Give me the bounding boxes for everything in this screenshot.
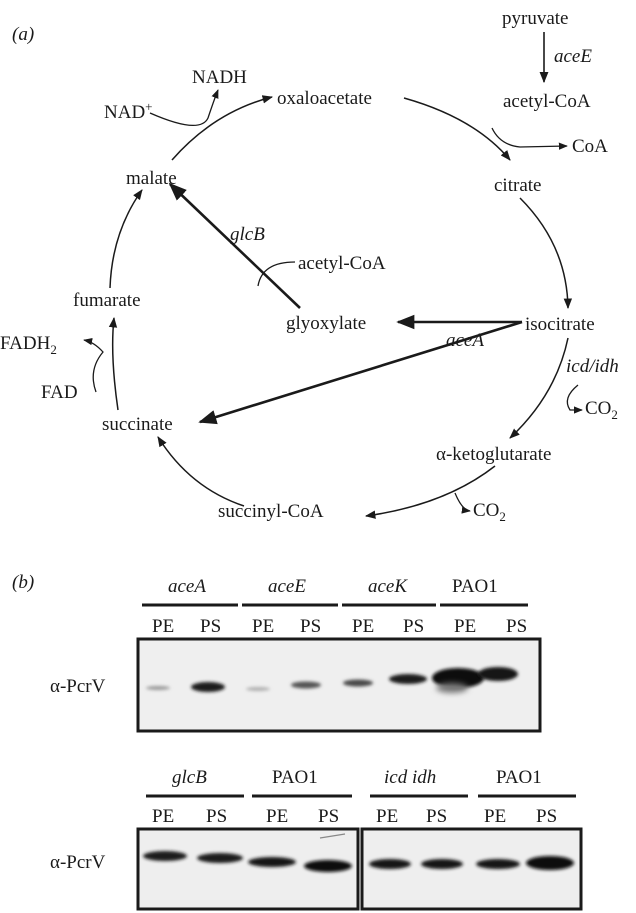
band-icd-idh-ps bbox=[421, 859, 463, 869]
co2-2-label: CO2 bbox=[473, 500, 506, 524]
top-lane-6: PS bbox=[403, 616, 424, 637]
pyruvate-label: pyruvate bbox=[502, 8, 568, 29]
bl-lane-4: PS bbox=[318, 806, 339, 827]
br-strain-icd-idh: icd idh bbox=[384, 767, 436, 788]
band-acee-ps bbox=[291, 681, 321, 689]
fad-label: FAD bbox=[41, 382, 78, 403]
panel-a: (a) pyruvate aceE acetyl-CoA CoA oxaloac… bbox=[0, 8, 619, 524]
bottom-right-western-blot bbox=[360, 827, 583, 911]
top-strain-aceK: aceK bbox=[368, 576, 408, 597]
co2-1-label: CO2 bbox=[585, 398, 618, 422]
akg-to-succinyl-coa-arrow bbox=[364, 465, 496, 519]
top-lane-4: PS bbox=[300, 616, 321, 637]
top-lane-3: PE bbox=[252, 616, 274, 637]
co2-1-release-arrow bbox=[566, 384, 583, 414]
top-lane-7: PE bbox=[454, 616, 476, 637]
panel-b: (b) aceA aceE aceK PAO1 PE PS PE PS PE P… bbox=[12, 572, 583, 911]
nad-to-nadh-arrow bbox=[149, 89, 219, 127]
top-lane-5: PE bbox=[352, 616, 374, 637]
acetyl-coa-inner-label: acetyl-CoA bbox=[298, 253, 386, 274]
top-lane-2: PS bbox=[200, 616, 221, 637]
top-strain-aceA: aceA bbox=[168, 576, 206, 597]
acetyl-coa-top-label: acetyl-CoA bbox=[503, 91, 591, 112]
fad-to-fadh2-arrow bbox=[83, 338, 104, 393]
band-pao1-pe-br bbox=[476, 859, 520, 869]
fumarate-label: fumarate bbox=[73, 290, 141, 311]
coa-release-arrow bbox=[491, 127, 568, 150]
alpha-ketoglutarate-label: α-ketoglutarate bbox=[436, 444, 551, 465]
coa-label: CoA bbox=[572, 136, 608, 157]
bl-strain-glcB: glcB bbox=[172, 767, 207, 788]
br-lane-2: PS bbox=[426, 806, 447, 827]
bl-lane-3: PE bbox=[266, 806, 288, 827]
top-lane-1: PE bbox=[152, 616, 174, 637]
br-lane-1: PE bbox=[376, 806, 398, 827]
band-pao1-pe bbox=[432, 668, 484, 688]
glyoxylate-label: glyoxylate bbox=[286, 313, 366, 334]
fadh2-label: FADH2 bbox=[0, 333, 57, 357]
fumarate-to-malate-arrow bbox=[109, 189, 143, 289]
glyoxylate-to-malate-arrow bbox=[168, 182, 301, 309]
succinate-label: succinate bbox=[102, 414, 173, 435]
band-pao1-ps-bl bbox=[304, 860, 352, 872]
succinyl-coa-label: succinyl-CoA bbox=[218, 501, 324, 522]
malate-to-oxaloacetate-arrow bbox=[171, 95, 274, 161]
aceE-gene-label: aceE bbox=[554, 46, 592, 67]
band-pao1-ps-br bbox=[526, 856, 574, 870]
citrate-label: citrate bbox=[494, 175, 541, 196]
band-acee-pe bbox=[246, 687, 270, 691]
succinyl-coa-to-succinate-arrow bbox=[157, 436, 245, 507]
isocitrate-to-succinate-arrow bbox=[198, 320, 523, 425]
band-glcb-ps bbox=[197, 853, 243, 863]
oxaloacetate-label: oxaloacetate bbox=[277, 88, 372, 109]
citrate-to-isocitrate-arrow bbox=[519, 197, 573, 310]
band-acea-pe bbox=[146, 686, 170, 690]
bottom-left-western-blot bbox=[136, 827, 360, 911]
band-acek-pe bbox=[343, 679, 373, 687]
co2-2-release-arrow bbox=[454, 492, 471, 514]
icd-idh-gene-label: icd/idh bbox=[566, 356, 619, 377]
bl-strain-pao1: PAO1 bbox=[272, 767, 318, 788]
oxaloacetate-to-citrate-arrow bbox=[403, 97, 511, 161]
nad-label: NAD+ bbox=[104, 99, 153, 123]
top-strain-aceE: aceE bbox=[268, 576, 306, 597]
isocitrate-label: isocitrate bbox=[525, 314, 595, 335]
band-acek-ps bbox=[389, 674, 427, 684]
acetyl-coa-input-curve bbox=[257, 261, 296, 287]
bl-lane-2: PS bbox=[206, 806, 227, 827]
band-pao1-pe-bl bbox=[248, 857, 296, 867]
bottom-antibody-label: α-PcrV bbox=[50, 852, 106, 873]
bl-lane-1: PE bbox=[152, 806, 174, 827]
top-antibody-label: α-PcrV bbox=[50, 676, 106, 697]
band-icd-idh-pe bbox=[369, 859, 411, 869]
nadh-label: NADH bbox=[192, 67, 247, 88]
band-pao1-pe-smear bbox=[436, 683, 468, 693]
isocitrate-to-akg-arrow bbox=[509, 337, 569, 439]
band-glcb-pe bbox=[143, 851, 187, 861]
band-pao1-ps bbox=[478, 667, 518, 681]
top-strain-pao1: PAO1 bbox=[452, 576, 498, 597]
blot-scratch bbox=[319, 833, 346, 839]
br-lane-3: PE bbox=[484, 806, 506, 827]
malate-label: malate bbox=[126, 168, 177, 189]
panel-b-label: (b) bbox=[12, 572, 34, 593]
band-acea-ps bbox=[191, 682, 225, 692]
succinate-to-fumarate-arrow bbox=[108, 316, 119, 411]
glcB-gene-label: glcB bbox=[230, 224, 265, 245]
top-western-blot bbox=[136, 637, 542, 733]
br-lane-4: PS bbox=[536, 806, 557, 827]
top-lane-8: PS bbox=[506, 616, 527, 637]
br-strain-pao1: PAO1 bbox=[496, 767, 542, 788]
panel-a-label: (a) bbox=[12, 24, 34, 45]
